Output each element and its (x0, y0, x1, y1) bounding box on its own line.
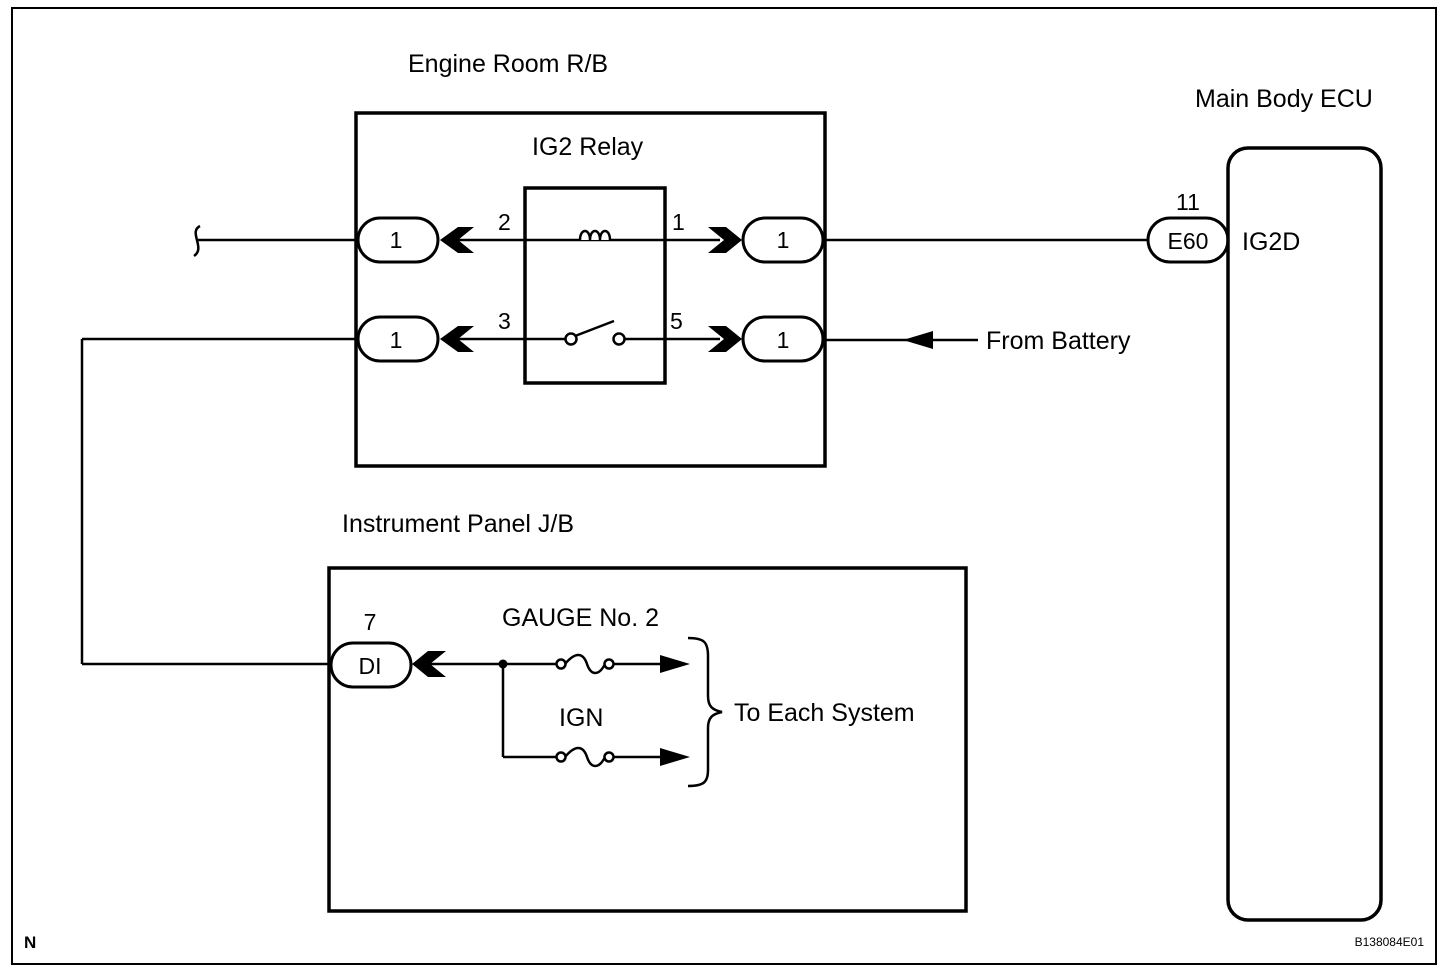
connector-ecu-e60-label: E60 (1168, 228, 1209, 254)
connector-rb-left-bottom (356, 315, 440, 363)
connector-rb-left-top-label: 1 (390, 227, 403, 253)
relay-switch-contact-left (564, 332, 578, 346)
fuse-ign-terminal-left (555, 751, 567, 763)
fuse-gauge-terminal-left (555, 658, 567, 670)
corner-letter-n: N (24, 933, 36, 952)
outer-frame (11, 7, 1437, 965)
fuse-gauge-icon (564, 653, 607, 675)
ecu-pin-11: 11 (1176, 189, 1200, 215)
relay-pin-3: 3 (498, 308, 511, 334)
fuse-ign-terminal-right (603, 751, 615, 763)
connector-rb-right-top-label: 1 (777, 227, 790, 253)
terminal-head-left-bottom (440, 326, 474, 352)
main-body-ecu-box (1226, 146, 1383, 922)
wire-break-symbol (193, 224, 201, 258)
connector-jb-di (329, 641, 413, 689)
battery-arrow-icon (903, 331, 933, 349)
ign-label: IGN (559, 704, 603, 732)
connector-rb-left-top (356, 216, 440, 264)
instrument-panel-jb-label: Instrument Panel J/B (342, 510, 574, 538)
instrument-panel-jb-box (327, 566, 968, 913)
ign-arrow-icon (660, 748, 690, 766)
ecu-terminal-ig2d: IG2D (1242, 228, 1300, 256)
ig2-relay-box (523, 186, 667, 385)
fuse-ign-icon (564, 746, 607, 768)
fuse-gauge-terminal-right (603, 658, 615, 670)
brace-icon (687, 636, 723, 788)
jb-pin-7: 7 (364, 609, 377, 635)
figure-code: B138084E01 (1355, 935, 1425, 949)
gauge-arrow-icon (660, 655, 690, 673)
gauge-no2-label: GAUGE No. 2 (502, 604, 659, 632)
terminal-head-jb (412, 651, 446, 677)
relay-switch-contact-right (612, 332, 626, 346)
relay-pin-1: 1 (672, 209, 685, 235)
terminal-head-right-bottom (708, 326, 742, 352)
relay-coil-icon (578, 229, 612, 241)
connector-rb-right-bottom-label: 1 (777, 327, 790, 353)
main-body-ecu-label: Main Body ECU (1195, 85, 1373, 113)
relay-pin-5: 5 (670, 308, 683, 334)
connector-jb-di-label: DI (359, 653, 382, 679)
ig2-relay-label: IG2 Relay (532, 133, 644, 161)
engine-room-rb-label: Engine Room R/B (408, 50, 608, 78)
from-battery-label: From Battery (986, 327, 1131, 355)
relay-switch-blade (574, 319, 615, 338)
terminal-head-right-top (708, 227, 742, 253)
relay-pin-2: 2 (498, 209, 511, 235)
to-each-system-label: To Each System (734, 699, 915, 727)
terminal-head-left-top (440, 227, 474, 253)
connector-rb-left-bottom-label: 1 (390, 327, 403, 353)
engine-room-rb-box (354, 111, 827, 468)
